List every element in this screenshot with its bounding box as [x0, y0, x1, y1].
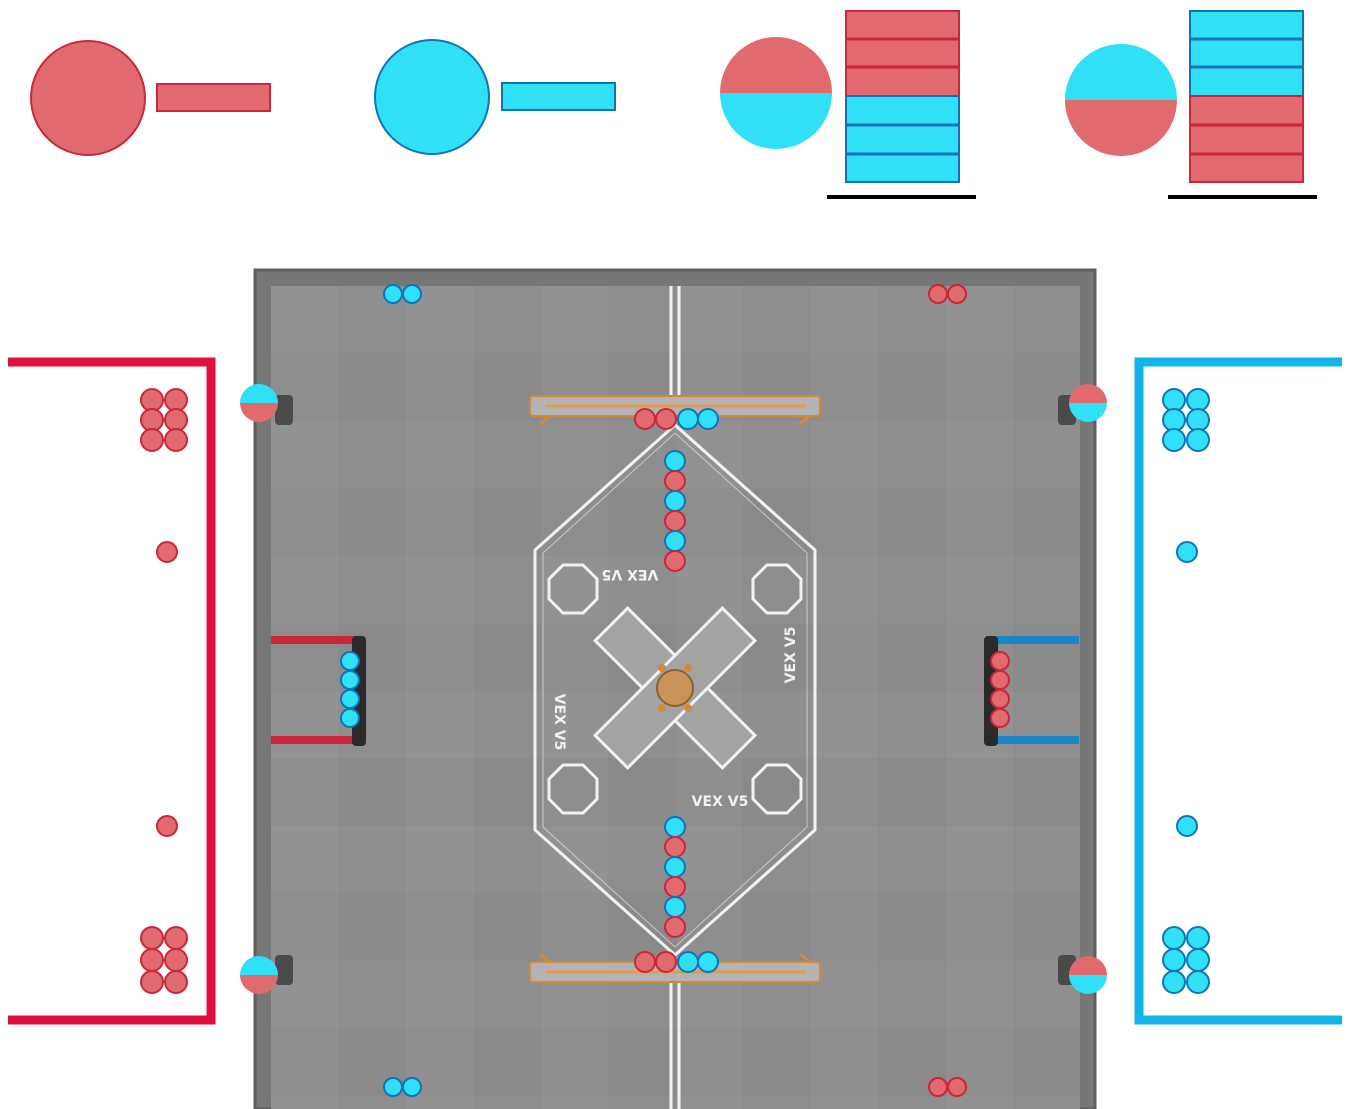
red-ring — [141, 409, 163, 431]
blue-ring — [1187, 389, 1209, 411]
legend-blue-over-red-stack — [1065, 11, 1317, 197]
stack-red-segment — [1190, 96, 1303, 182]
blue-ring — [1187, 949, 1209, 971]
stacked-ring — [240, 384, 278, 422]
blue-ring — [678, 409, 698, 429]
red-ring — [929, 1078, 947, 1096]
red-ring — [157, 816, 177, 836]
legend-red-ring-tube — [31, 41, 270, 155]
blue-alliance-zone — [1139, 362, 1342, 1020]
stacked-ring — [240, 956, 278, 994]
blue-ring — [341, 709, 359, 727]
red-ring — [165, 927, 187, 949]
red-ring — [141, 429, 163, 451]
split-ring-icon — [720, 37, 832, 93]
blue-ring — [665, 451, 685, 471]
red-ring — [948, 1078, 966, 1096]
blue-ring — [403, 285, 421, 303]
vex-logo-text: VEX V5 — [551, 694, 567, 751]
blue-ring — [665, 897, 685, 917]
blue-ring — [1187, 927, 1209, 949]
blue-ring — [1163, 971, 1185, 993]
blue-ring — [1163, 949, 1185, 971]
red-ring — [991, 709, 1009, 727]
red-ring — [991, 690, 1009, 708]
red-ring — [165, 389, 187, 411]
red-ring — [141, 927, 163, 949]
red-ring — [165, 971, 187, 993]
blue-ring — [1163, 389, 1185, 411]
red-ring — [665, 511, 685, 531]
red-ring — [665, 551, 685, 571]
blue-ring — [1187, 409, 1209, 431]
red-ring — [948, 285, 966, 303]
red-ring — [665, 877, 685, 897]
blue-ring — [665, 817, 685, 837]
red-ring — [141, 971, 163, 993]
blue-ring — [341, 671, 359, 689]
stack-red-segment — [846, 11, 959, 96]
stacked-ring — [1069, 384, 1107, 422]
stack-blue-segment — [1190, 11, 1303, 96]
blue-ring — [1177, 542, 1197, 562]
stack-blue-segment — [846, 96, 959, 182]
blue-ring — [1163, 409, 1185, 431]
blue-ring — [1163, 927, 1185, 949]
blue-ring — [341, 690, 359, 708]
blue-ring — [1187, 429, 1209, 451]
red-ring — [157, 542, 177, 562]
red-ring — [665, 917, 685, 937]
blue-ring — [403, 1078, 421, 1096]
blue-ring — [665, 491, 685, 511]
red-ring — [665, 471, 685, 491]
red-ring — [141, 389, 163, 411]
red-ring — [991, 652, 1009, 670]
red-tube-icon — [157, 84, 270, 111]
legend-blue-ring-tube — [375, 40, 615, 154]
blue-ring — [698, 952, 718, 972]
red-ring — [141, 949, 163, 971]
blue-ring — [698, 409, 718, 429]
red-ring — [656, 409, 676, 429]
blue-ring — [665, 531, 685, 551]
red-ring — [165, 949, 187, 971]
blue-ring — [1177, 816, 1197, 836]
vex-logo-text: VEX V5 — [602, 566, 659, 582]
stacked-ring — [1069, 956, 1107, 994]
legend-red-over-blue-stack — [720, 11, 976, 197]
red-alliance-zone — [8, 362, 211, 1020]
vex-logo-text: VEX V5 — [692, 794, 749, 810]
blue-ring — [1187, 971, 1209, 993]
blue-ring-icon — [375, 40, 489, 154]
red-ring — [656, 952, 676, 972]
red-ring — [665, 837, 685, 857]
game-field: VEX V5 VEX V5 VEX V5 VEX V5 — [255, 270, 1095, 1109]
split-ring-icon — [1065, 44, 1177, 100]
blue-tube-icon — [502, 83, 615, 110]
blue-ring — [678, 952, 698, 972]
red-ring — [929, 285, 947, 303]
blue-ring — [1163, 429, 1185, 451]
red-ring — [991, 671, 1009, 689]
blue-ring — [384, 285, 402, 303]
vex-logo-text: VEX V5 — [783, 627, 799, 684]
legend — [31, 11, 1317, 197]
blue-ring — [665, 857, 685, 877]
red-ring-icon — [31, 41, 145, 155]
red-ring — [165, 429, 187, 451]
blue-ring — [384, 1078, 402, 1096]
red-ring — [635, 409, 655, 429]
blue-ring — [341, 652, 359, 670]
red-ring — [635, 952, 655, 972]
red-ring — [165, 409, 187, 431]
